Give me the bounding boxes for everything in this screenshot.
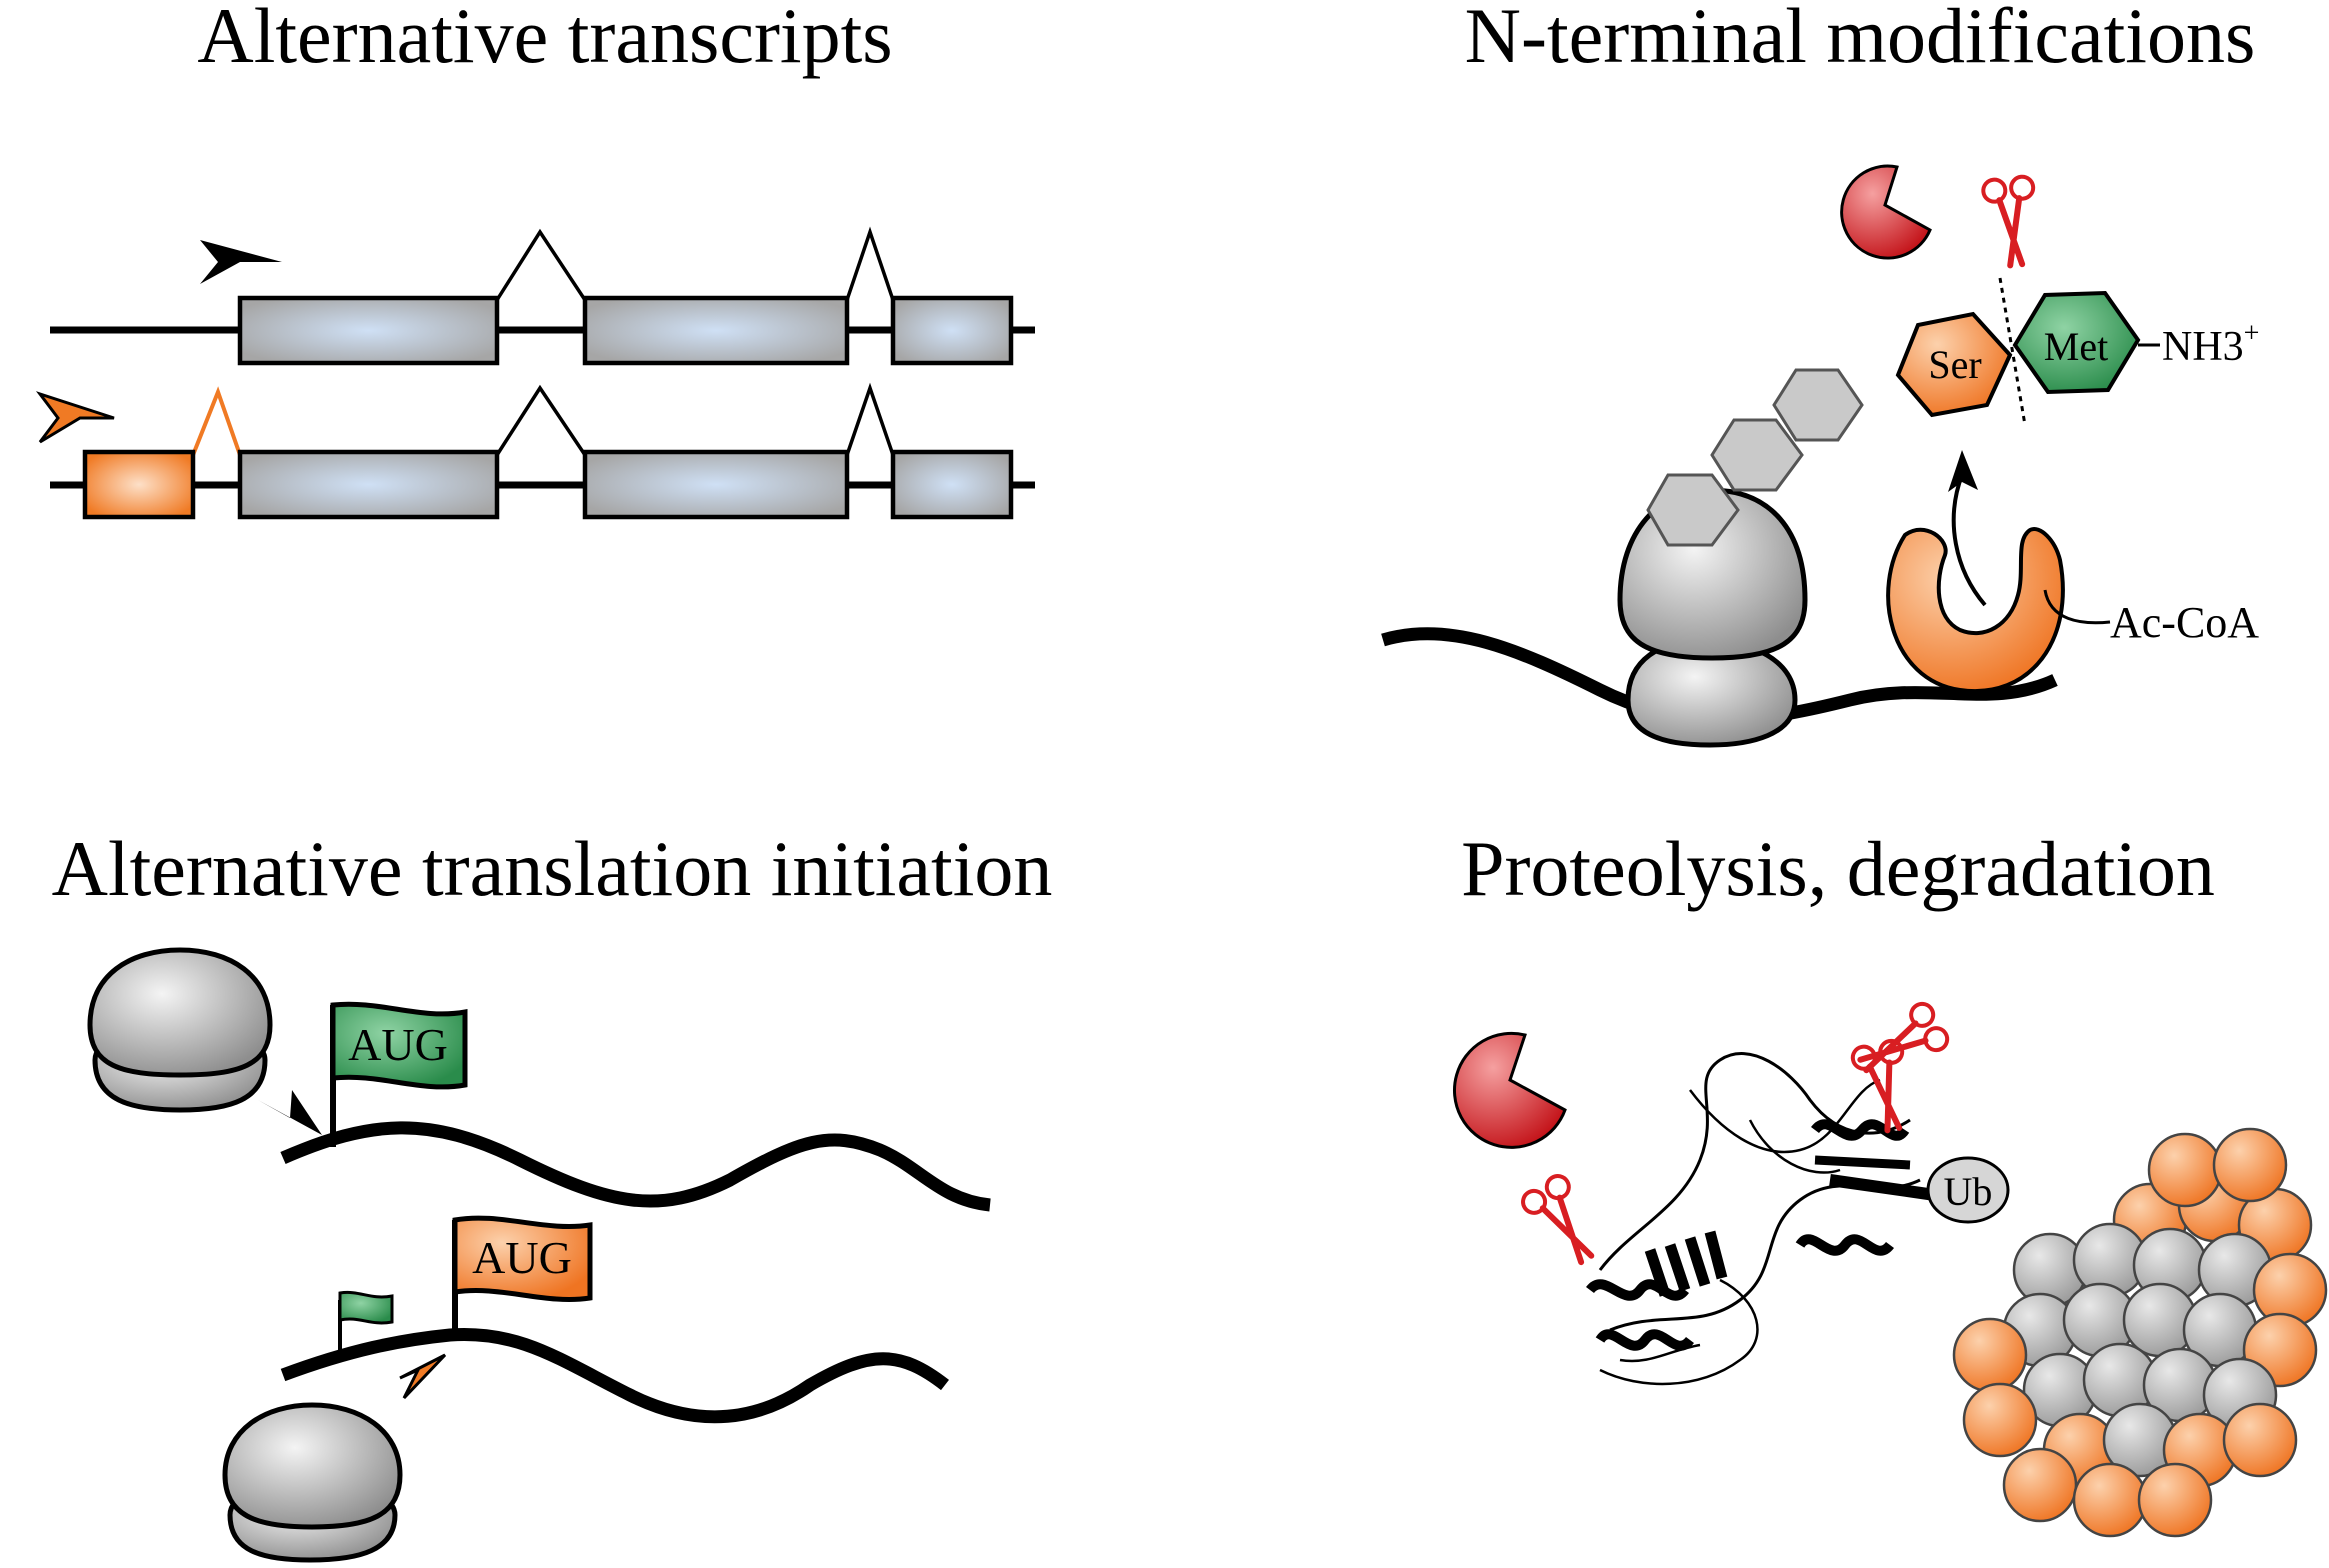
amino-acid <box>1646 473 1740 547</box>
scissors-icon <box>1519 1172 1608 1272</box>
nh3-label: NH3+ <box>2162 318 2259 370</box>
acoa-connector <box>2043 589 2111 625</box>
met-label: Met <box>2044 324 2108 369</box>
peptide-chain <box>1646 368 1864 547</box>
mrna-strand-bottom <box>280 1327 949 1424</box>
protease-pacman-icon <box>1453 1031 1567 1149</box>
acoa-label: Ac-CoA <box>2110 598 2259 647</box>
acetyltransferase-enzyme <box>1886 527 2065 694</box>
aug-flag-green <box>330 1001 468 1090</box>
ubiquitin-ellipse <box>1926 1156 2010 1224</box>
exon-gray <box>237 295 500 366</box>
aug-orange-label: AUG <box>472 1232 572 1283</box>
title-proteolysis-degradation: Proteolysis, degradation <box>1461 825 2215 912</box>
ser-residue: Ser <box>1895 311 2013 418</box>
transcript-2 <box>35 382 1035 520</box>
ub-label: Ub <box>1944 1169 1993 1214</box>
splice-junction-orange <box>191 386 242 456</box>
panel-proteolysis-degradation: Ub <box>1453 1000 2328 1538</box>
acetyl-transfer-arrow <box>1951 474 1987 607</box>
small-flag-green <box>338 1290 394 1325</box>
start-arrowhead-orange <box>35 391 115 444</box>
cleavage-line <box>1998 277 2027 426</box>
aug-flag-orange <box>452 1215 593 1302</box>
arrowhead <box>1948 450 1978 492</box>
mrna-strand-top <box>280 1121 991 1212</box>
start-arrowhead-black <box>200 240 282 284</box>
proteasome <box>1952 1127 2328 1538</box>
aug-green-label: AUG <box>348 1019 448 1070</box>
amino-acid <box>1772 368 1864 442</box>
transcript-1 <box>50 226 1035 366</box>
panel-alternative-translation-initiation: AUG AUG <box>87 947 991 1563</box>
protein-ribbon-structure <box>1586 1052 1936 1386</box>
arrowhead-orange <box>399 1353 447 1400</box>
amino-acid <box>1710 418 1804 492</box>
peptidase-pacman-icon <box>1840 164 1932 260</box>
splice-junction <box>845 226 895 301</box>
ser-label: Ser <box>1928 342 1981 387</box>
met-residue: Met <box>2012 290 2141 395</box>
arrowhead-black <box>258 1090 322 1135</box>
ribosome-top <box>87 947 273 1113</box>
exon-gray <box>890 449 1014 520</box>
title-alternative-translation-initiation: Alternative translation initiation <box>52 825 1053 912</box>
panel-n-terminal-modifications: Ser Met NH3+ Ac-CoA <box>1381 164 2259 748</box>
exon-gray <box>582 449 850 520</box>
title-n-terminal-modifications: N-terminal modifications <box>1465 0 2256 79</box>
exon-gray <box>237 449 500 520</box>
title-alternative-transcripts: Alternative transcripts <box>197 0 892 79</box>
exon-orange <box>82 449 196 520</box>
scissors-icon <box>1851 1000 1951 1087</box>
scissors-icon <box>1982 176 2041 268</box>
splice-junction <box>845 382 895 456</box>
splice-junction <box>495 228 587 301</box>
exon-gray <box>890 295 1014 366</box>
splice-junction <box>495 384 587 456</box>
exon-gray <box>582 295 850 366</box>
panel-alternative-transcripts <box>35 226 1035 520</box>
ribosome-bottom <box>222 1402 403 1563</box>
